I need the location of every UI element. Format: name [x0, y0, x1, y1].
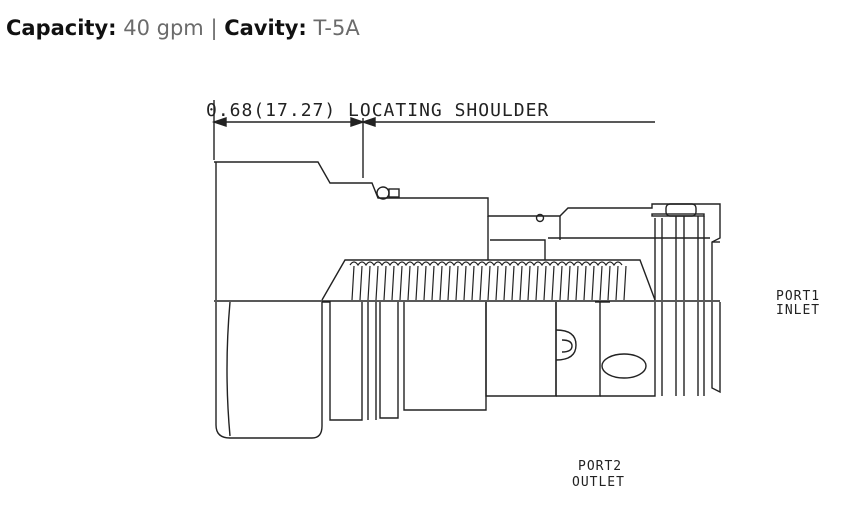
port2-line1: PORT2: [578, 459, 622, 474]
cavity-value: T-5A: [313, 16, 360, 40]
capacity-label: Capacity:: [6, 16, 117, 40]
dimension-annotation: 0.68(17.27) LOCATING SHOULDER: [206, 100, 655, 178]
separator: |: [210, 16, 218, 40]
valve-upper-profile: [214, 161, 721, 301]
port2-label: PORT2 OUTLET: [572, 459, 625, 490]
spring-coils: [349, 261, 627, 301]
cavity-label: Cavity:: [224, 16, 307, 40]
port2-line2: OUTLET: [572, 475, 625, 490]
valve-lower-body: [215, 301, 721, 439]
dimension-label: 0.68(17.27) LOCATING SHOULDER: [206, 100, 549, 121]
port1-label: PORT1 INLET: [776, 289, 820, 318]
port1-line1: PORT1: [776, 289, 820, 304]
spec-line: Capacity: 40 gpm | Cavity: T-5A: [6, 16, 360, 40]
capacity-value: 40 gpm: [123, 16, 204, 40]
port1-line2: INLET: [776, 303, 820, 318]
